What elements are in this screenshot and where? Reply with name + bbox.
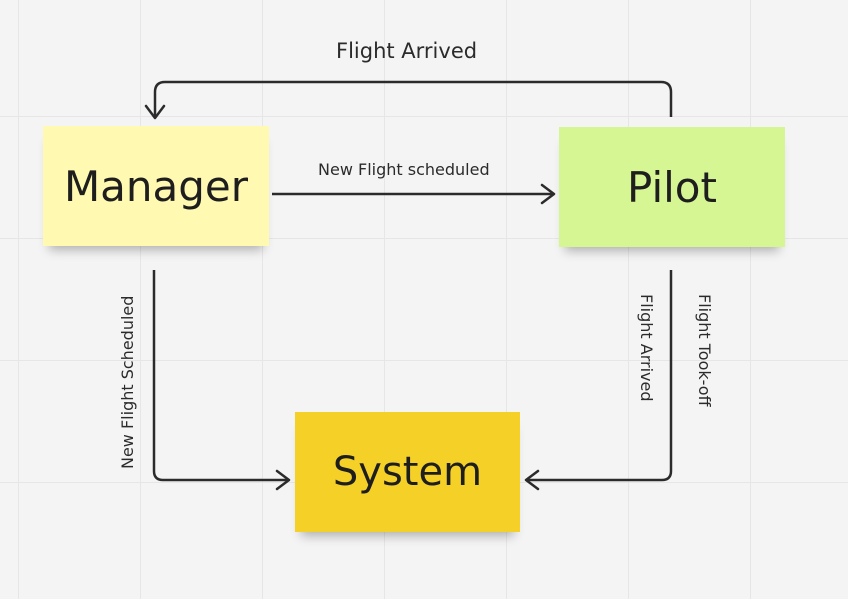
label-pilot-to-system-arrived-text: Flight Arrived: [637, 294, 656, 402]
arrowhead-system-left: [275, 469, 291, 491]
arrow-manager-to-system[interactable]: [152, 270, 288, 482]
sticky-note-manager[interactable]: Manager: [43, 126, 269, 246]
label-pilot-to-system-arrived: Flight Arrived: [634, 294, 656, 424]
sticky-note-pilot[interactable]: Pilot: [559, 127, 785, 247]
label-pilot-to-system-tookoff-text: Flight Took-off: [695, 294, 714, 407]
label-manager-to-system-text: New Flight Scheduled: [118, 295, 137, 469]
label-manager-to-pilot: New Flight scheduled: [318, 160, 490, 179]
label-manager-to-system: New Flight Scheduled: [118, 287, 140, 469]
label-pilot-to-manager: Flight Arrived: [336, 39, 478, 63]
arrow-pilot-to-system[interactable]: [527, 270, 673, 482]
arrowhead-manager-top: [144, 104, 166, 120]
arrow-pilot-to-manager[interactable]: [153, 80, 673, 117]
arrowhead-pilot-left: [540, 183, 556, 205]
arrowhead-system-right: [524, 469, 540, 491]
label-pilot-to-system-tookoff: Flight Took-off: [692, 294, 714, 434]
sticky-note-system[interactable]: System: [295, 412, 520, 532]
